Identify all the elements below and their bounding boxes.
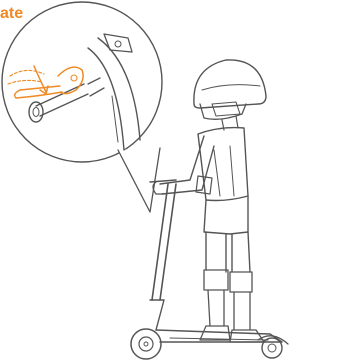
magnified-callout [2,2,162,212]
brake-lever-icon [8,66,83,98]
rider [153,60,266,342]
